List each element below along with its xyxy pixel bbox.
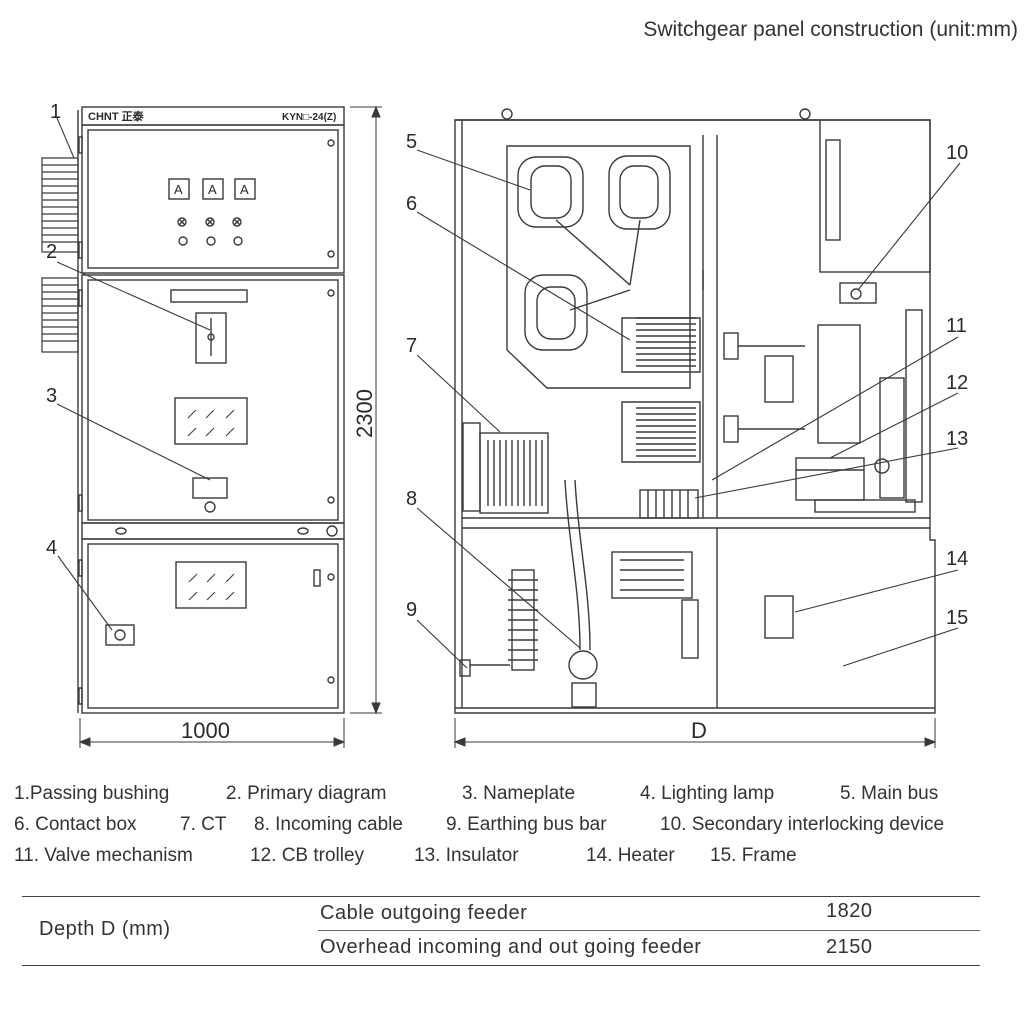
table-mid-rule <box>318 930 980 931</box>
depth-table: Depth D (mm) Cable outgoing feeder 1820 … <box>22 896 980 966</box>
callout-3: 3 <box>46 385 57 407</box>
depth-label: D <box>691 718 707 743</box>
legend-item: 7. CT <box>180 814 227 835</box>
legend: 1.Passing bushing 2. Primary diagram 3. … <box>14 778 1014 871</box>
callout-13: 13 <box>946 428 968 450</box>
legend-row: 11. Valve mechanism 12. CB trolley 13. I… <box>14 840 1014 871</box>
legend-item: 1.Passing bushing <box>14 783 170 804</box>
legend-row: 1.Passing bushing 2. Primary diagram 3. … <box>14 778 1014 809</box>
callout-15: 15 <box>946 607 968 629</box>
callout-4: 4 <box>46 537 57 559</box>
callout-11: 11 <box>946 315 967 337</box>
brand-label: CHNT 正泰 <box>88 109 145 123</box>
legend-item: 15. Frame <box>710 845 797 866</box>
width-label: 1000 <box>181 718 230 743</box>
passing-bushing-upper <box>41 157 79 253</box>
callout-2: 2 <box>46 241 57 263</box>
side-view <box>454 108 936 714</box>
switchgear-drawing: CHNT 正泰 KYN□-24(Z) A A A 1000 2300 D 1 2… <box>41 101 968 748</box>
width-dimension <box>78 718 346 748</box>
legend-item: 4. Lighting lamp <box>640 783 775 804</box>
passing-bushing-lower <box>41 277 79 353</box>
model-label: KYN□-24(Z) <box>282 112 336 123</box>
legend-item: 14. Heater <box>586 845 675 866</box>
callout-12: 12 <box>946 372 968 394</box>
depth-value-cell: 1820 <box>826 900 873 922</box>
legend-item: 9. Earthing bus bar <box>446 814 607 835</box>
depth-dimension <box>453 718 937 748</box>
height-dimension <box>350 105 382 715</box>
callout-9: 9 <box>406 599 417 621</box>
legend-item: 8. Incoming cable <box>254 814 403 835</box>
legend-item: 10. Secondary interlocking device <box>660 814 945 835</box>
ammeter-3-label: A <box>240 182 249 197</box>
legend-item: 5. Main bus <box>840 783 939 804</box>
callout-14: 14 <box>946 548 968 570</box>
callout-1: 1 <box>50 101 61 123</box>
depth-value-cell: 2150 <box>826 936 873 958</box>
callout-5: 5 <box>406 131 417 153</box>
callout-8: 8 <box>406 488 417 510</box>
page-title: Switchgear panel construction (unit:mm) <box>643 18 1018 41</box>
front-view <box>77 106 345 714</box>
table-bottom-rule <box>22 965 980 966</box>
legend-item: 13. Insulator <box>414 845 519 866</box>
legend-item: 2. Primary diagram <box>226 783 387 804</box>
leader-lines <box>56 117 961 669</box>
legend-item: 3. Nameplate <box>462 783 576 804</box>
callout-10: 10 <box>946 142 968 164</box>
ammeter-2-label: A <box>208 182 217 197</box>
legend-item: 11. Valve mechanism <box>14 845 193 866</box>
feeder-cell: Overhead incoming and out going feeder <box>320 936 702 958</box>
legend-item: 6. Contact box <box>14 814 137 835</box>
legend-item: 12. CB trolley <box>250 845 365 866</box>
ammeter-1-label: A <box>174 182 183 197</box>
table-top-rule <box>22 896 980 897</box>
height-label: 2300 <box>352 389 377 438</box>
depth-header: Depth D (mm) <box>39 918 171 940</box>
callout-6: 6 <box>406 193 417 215</box>
legend-row: 6. Contact box 7. CT 8. Incoming cable 9… <box>14 809 1014 840</box>
feeder-cell: Cable outgoing feeder <box>320 902 528 924</box>
callout-7: 7 <box>406 335 417 357</box>
